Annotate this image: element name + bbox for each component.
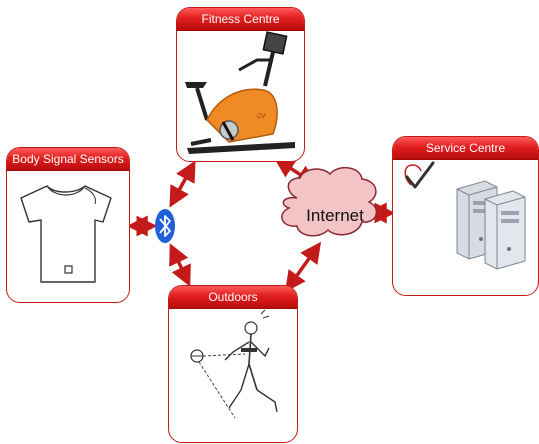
exercise-bike-icon: CV — [185, 31, 295, 154]
outdoors-panel: Outdoors — [168, 285, 298, 443]
checkmark-heart-icon — [404, 161, 435, 189]
arrow-bluetooth-outdoors — [169, 243, 191, 287]
outdoors-title: Outdoors — [169, 286, 297, 309]
fitness-centre-title: Fitness Centre — [177, 8, 304, 31]
runner-icon — [190, 309, 278, 419]
tshirt-sensor-icon — [20, 185, 112, 283]
arrow-internet-outdoors — [284, 241, 322, 293]
svg-text:CV: CV — [257, 114, 265, 120]
service-centre-title: Service Centre — [393, 137, 538, 160]
arrow-bluetooth-fitness — [169, 160, 196, 208]
fitness-centre-panel: Fitness Centre CV — [176, 7, 305, 162]
body-signal-sensors-title: Body Signal Sensors — [7, 148, 129, 171]
server-icon — [456, 180, 526, 270]
body-signal-sensors-panel: Body Signal Sensors — [6, 147, 130, 303]
service-centre-panel: Service Centre — [392, 136, 539, 296]
